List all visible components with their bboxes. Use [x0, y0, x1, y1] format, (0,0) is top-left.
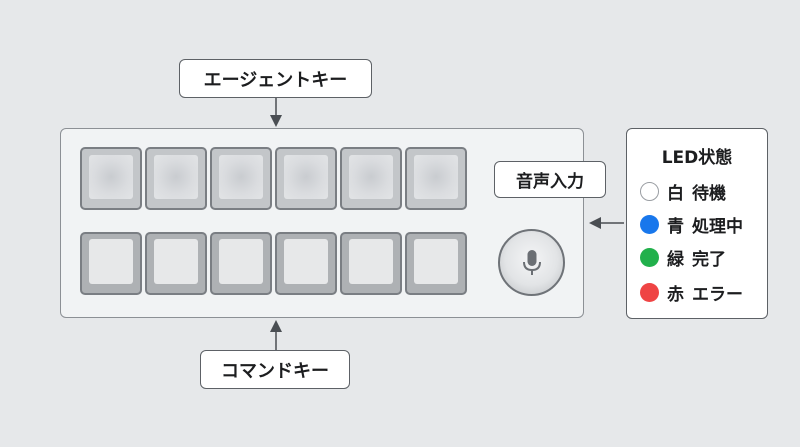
- led-status-text: 完了: [692, 250, 726, 270]
- agent-key[interactable]: [80, 147, 142, 210]
- led-dot-red: [640, 283, 659, 302]
- command-key[interactable]: [210, 232, 272, 295]
- led-color-name: 緑: [667, 250, 684, 270]
- led-item-error: 赤 エラー: [640, 280, 743, 305]
- led-status-panel: LED状態 白 待機 青 処理中 緑 完了 赤 エラー: [626, 128, 768, 319]
- led-panel-title: LED状態: [661, 148, 733, 168]
- command-keys-label: コマンドキー: [200, 350, 350, 389]
- agent-key-row: [80, 147, 467, 210]
- command-key[interactable]: [80, 232, 142, 295]
- agent-key[interactable]: [275, 147, 337, 210]
- led-item-processing: 青 処理中: [640, 212, 743, 237]
- led-item-idle: 白 待機: [640, 179, 726, 204]
- led-color-name: 青: [667, 217, 684, 237]
- led-dot-green: [640, 248, 659, 267]
- led-item-complete: 緑 完了: [640, 245, 726, 270]
- led-color-name: 赤: [667, 285, 684, 305]
- agent-key[interactable]: [210, 147, 272, 210]
- voice-input-label: 音声入力: [494, 161, 606, 198]
- led-dot-blue: [640, 215, 659, 234]
- command-key-row: [80, 232, 467, 295]
- agent-keys-label: エージェントキー: [179, 59, 372, 98]
- led-color-name: 白: [667, 184, 684, 204]
- agent-key[interactable]: [145, 147, 207, 210]
- led-status-text: エラー: [692, 285, 743, 305]
- keypad-device: [60, 128, 584, 318]
- command-key[interactable]: [405, 232, 467, 295]
- agent-key[interactable]: [340, 147, 402, 210]
- led-status-text: 処理中: [692, 217, 743, 237]
- led-dot-white: [640, 182, 659, 201]
- command-key[interactable]: [145, 232, 207, 295]
- voice-input-button[interactable]: [498, 229, 565, 296]
- agent-key[interactable]: [405, 147, 467, 210]
- microphone-icon: [522, 249, 541, 275]
- command-key[interactable]: [275, 232, 337, 295]
- command-key[interactable]: [340, 232, 402, 295]
- led-status-text: 待機: [692, 184, 726, 204]
